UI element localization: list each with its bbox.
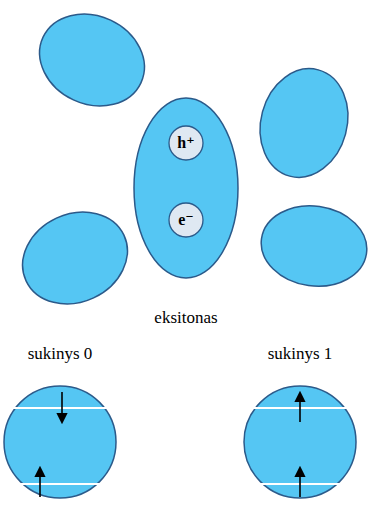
- spin-circle: [4, 386, 116, 498]
- molecule-ellipse: [248, 59, 360, 188]
- spin-arrow: [39, 468, 41, 497]
- spin-arrow: [61, 392, 63, 422]
- spin-heading: sukinys 0: [28, 344, 93, 364]
- particle-circle: e⁻: [168, 202, 204, 238]
- spin-circle: [244, 386, 356, 498]
- particle-label: h⁺: [177, 134, 194, 152]
- exciton-ellipse: [134, 98, 238, 278]
- spin-state: sukinys 0: [4, 386, 116, 498]
- figure-caption: eksitonas: [154, 308, 217, 328]
- spin-state: sukinys 1: [244, 386, 356, 498]
- energy-level: [10, 483, 110, 485]
- spin-arrow: [299, 393, 301, 422]
- molecule-ellipse: [256, 199, 368, 293]
- particle-circle: h⁺: [168, 125, 204, 161]
- energy-level: [10, 407, 110, 409]
- molecule-ellipse: [24, 0, 159, 123]
- spin-arrow: [299, 468, 301, 497]
- particle-label: e⁻: [178, 211, 194, 229]
- spin-heading: sukinys 1: [268, 344, 333, 364]
- molecule-ellipse: [7, 195, 142, 320]
